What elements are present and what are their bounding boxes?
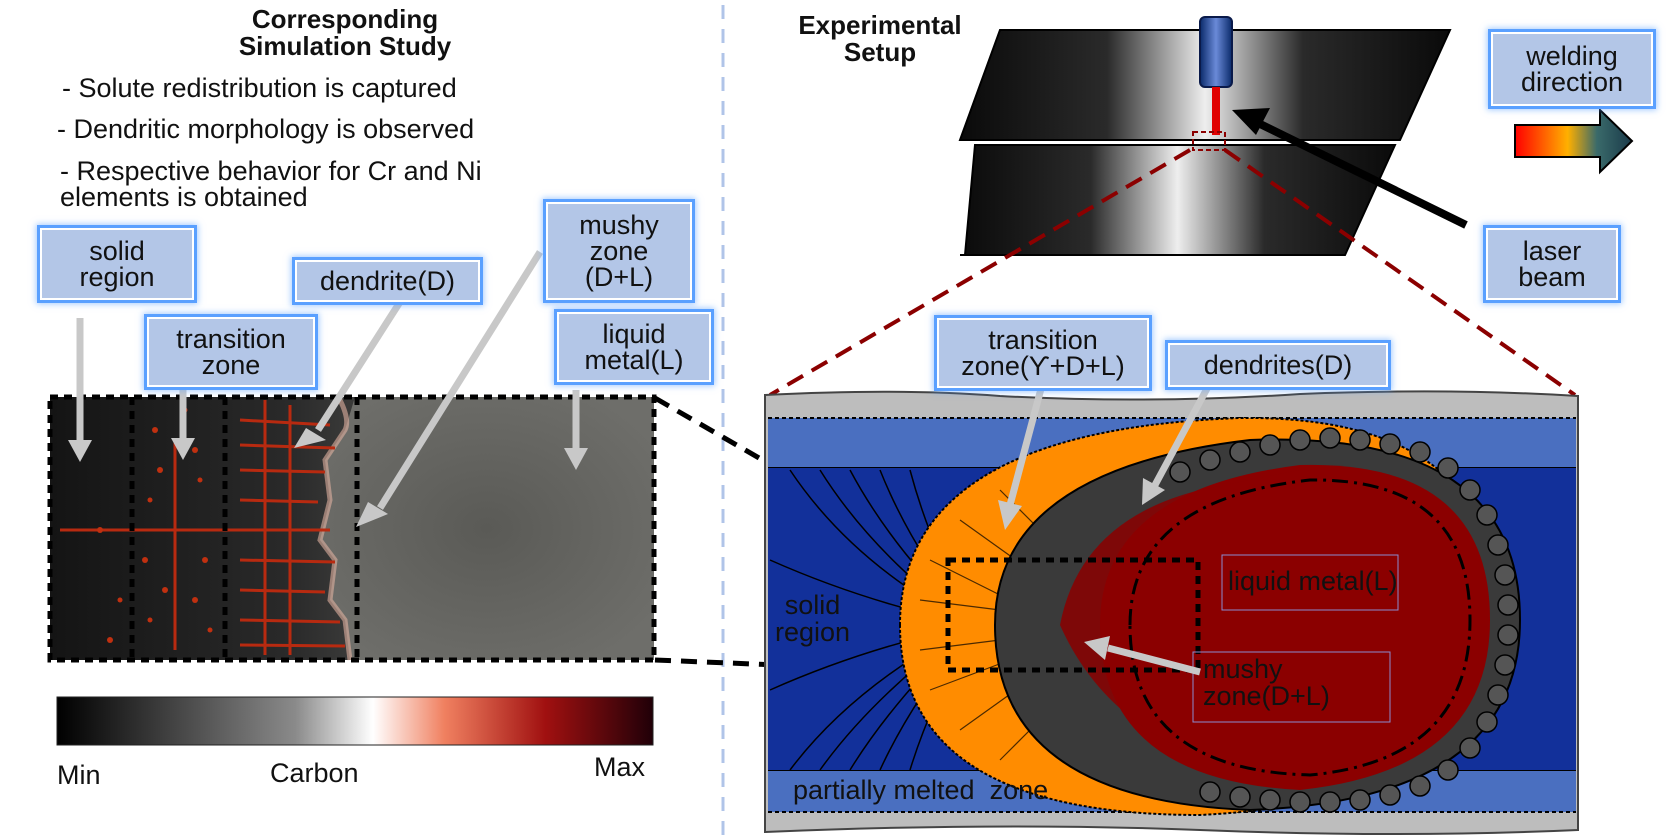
simulation-title: Corresponding Simulation Study <box>238 4 452 61</box>
colorbar <box>56 696 654 746</box>
simulation-image <box>47 394 657 663</box>
label-welding-direction: welding direction <box>1491 32 1653 106</box>
colorbar-max-label: Max <box>594 752 646 782</box>
label-partially-melted-zone: partially melted zone <box>793 775 1049 805</box>
label-laser-beam: laser beam <box>1486 228 1618 300</box>
label-solid-region: solid region <box>40 228 194 300</box>
label-liquid-metal-exp: liquid metal(L) <box>1228 566 1398 596</box>
setup-title: Experimental Setup <box>798 10 962 67</box>
label-liquid-metal: liquid metal(L) <box>557 312 711 382</box>
bullet-dendritic: - Dendritic morphology is observed <box>57 114 475 144</box>
label-dendrites: dendrites(D) <box>1168 343 1388 387</box>
label-transition-zone: transition zone <box>147 317 315 387</box>
label-mushy-zone-exp: mushy zone(D+L) <box>1203 654 1330 711</box>
label-mushy-zone: mushy zone (D+L) <box>546 202 692 300</box>
colorbar-title: Carbon <box>270 758 359 788</box>
label-transition-zone-exp: transition zone(Ƴ+D+L) <box>937 318 1149 388</box>
label-solid-region-exp: solid region <box>775 590 851 647</box>
label-dendrite: dendrite(D) <box>295 260 480 302</box>
lower-plate <box>960 144 1397 256</box>
weld-pool-section <box>764 390 1579 835</box>
bullet-cr-ni: - Respective behavior for Cr and Ni elem… <box>60 156 482 212</box>
bullet-solute: - Solute redistribution is captured <box>62 73 457 103</box>
colorbar-min-label: Min <box>57 760 101 790</box>
welding-direction-arrow <box>1514 107 1634 175</box>
laser-nozzle <box>1199 16 1233 88</box>
